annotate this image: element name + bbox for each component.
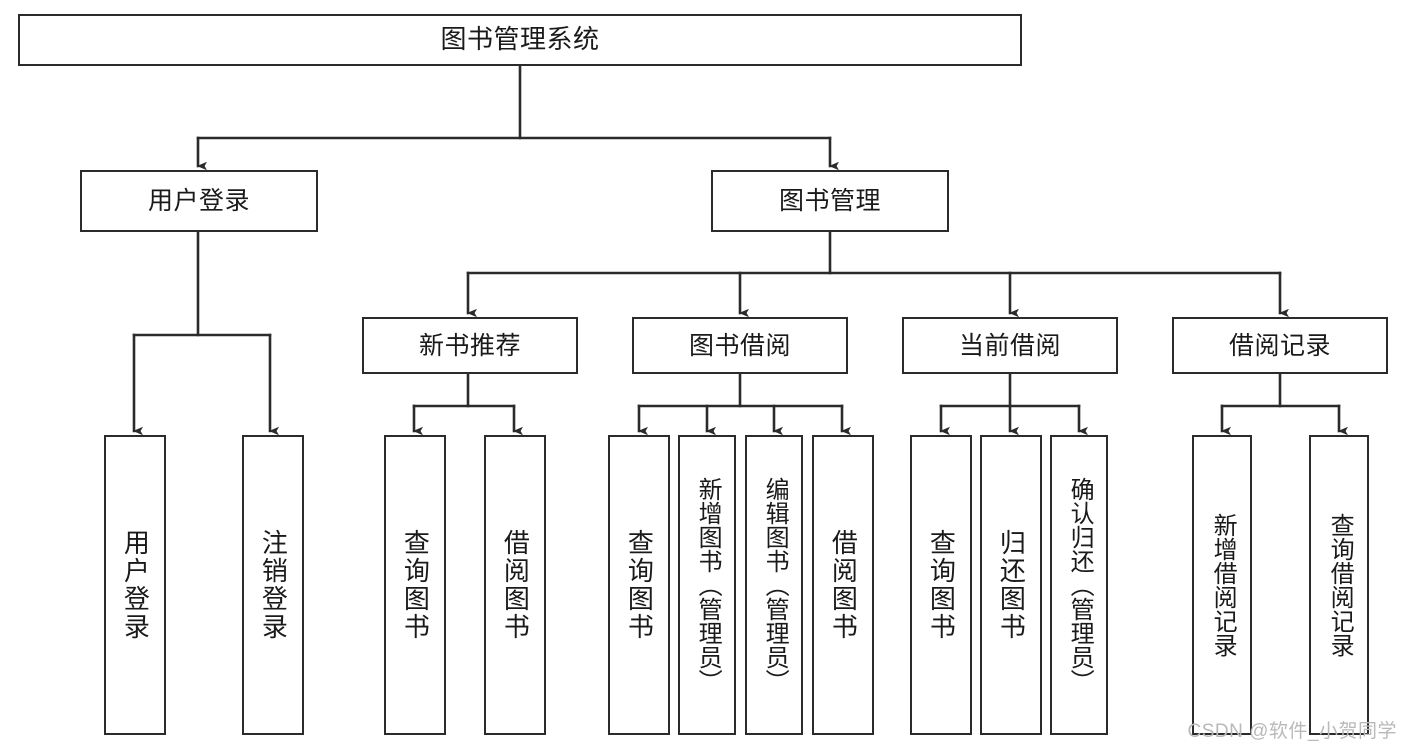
leaf-borrow-book[interactable]: 借阅图书: [812, 435, 874, 735]
node-label: 查询图书: [624, 529, 655, 641]
node-label: 查询图书: [926, 529, 957, 641]
leaf-borrow-book-newbook[interactable]: 借阅图书: [484, 435, 546, 735]
leaf-logout[interactable]: 注销登录: [242, 435, 304, 735]
node-book-management[interactable]: 图书管理: [711, 170, 949, 232]
leaf-add-book-admin[interactable]: 新增图书（管理员）: [678, 435, 736, 735]
leaf-confirm-return-admin[interactable]: 确认归还（管理员）: [1050, 435, 1108, 735]
leaf-query-book-current[interactable]: 查询图书: [910, 435, 972, 735]
node-label: 用户登录: [147, 187, 250, 215]
node-label: 注销登录: [258, 529, 289, 641]
node-user-login[interactable]: 用户登录: [80, 170, 318, 232]
node-book-borrowing[interactable]: 图书借阅: [632, 317, 848, 374]
node-label: 归还图书: [996, 529, 1027, 641]
leaf-return-book[interactable]: 归还图书: [980, 435, 1042, 735]
node-current-borrowing[interactable]: 当前借阅: [902, 317, 1118, 374]
node-label: 当前借阅: [958, 331, 1061, 360]
leaf-user-login[interactable]: 用户登录: [104, 435, 166, 735]
leaf-edit-book-admin[interactable]: 编辑图书（管理员）: [745, 435, 803, 735]
node-label: 图书管理系统: [440, 24, 600, 55]
leaf-query-borrow-record[interactable]: 查询借阅记录: [1309, 435, 1369, 735]
node-label: 图书借阅: [688, 331, 791, 360]
node-label: 新书推荐: [418, 331, 521, 360]
node-label: 确认归还（管理员）: [1066, 477, 1094, 693]
node-label: 查询图书: [400, 529, 431, 641]
node-label: 新增借阅记录: [1209, 513, 1237, 657]
node-borrowing-record[interactable]: 借阅记录: [1172, 317, 1388, 374]
node-label: 借阅图书: [828, 529, 859, 641]
leaf-query-book-borrow[interactable]: 查询图书: [608, 435, 670, 735]
node-label: 编辑图书（管理员）: [761, 477, 789, 693]
node-label: 图书管理: [778, 187, 881, 215]
node-label: 借阅记录: [1228, 331, 1331, 360]
node-label: 用户登录: [120, 529, 151, 641]
node-label: 借阅图书: [500, 529, 531, 641]
node-label: 查询借阅记录: [1326, 513, 1354, 657]
node-new-book-recommendation[interactable]: 新书推荐: [362, 317, 578, 374]
leaf-add-borrow-record[interactable]: 新增借阅记录: [1192, 435, 1252, 735]
leaf-query-book-newbook[interactable]: 查询图书: [384, 435, 446, 735]
watermark-text: CSDN @软件_小贺同学: [1187, 721, 1397, 742]
node-label: 新增图书（管理员）: [694, 477, 722, 693]
node-root-book-management-system[interactable]: 图书管理系统: [18, 14, 1022, 66]
